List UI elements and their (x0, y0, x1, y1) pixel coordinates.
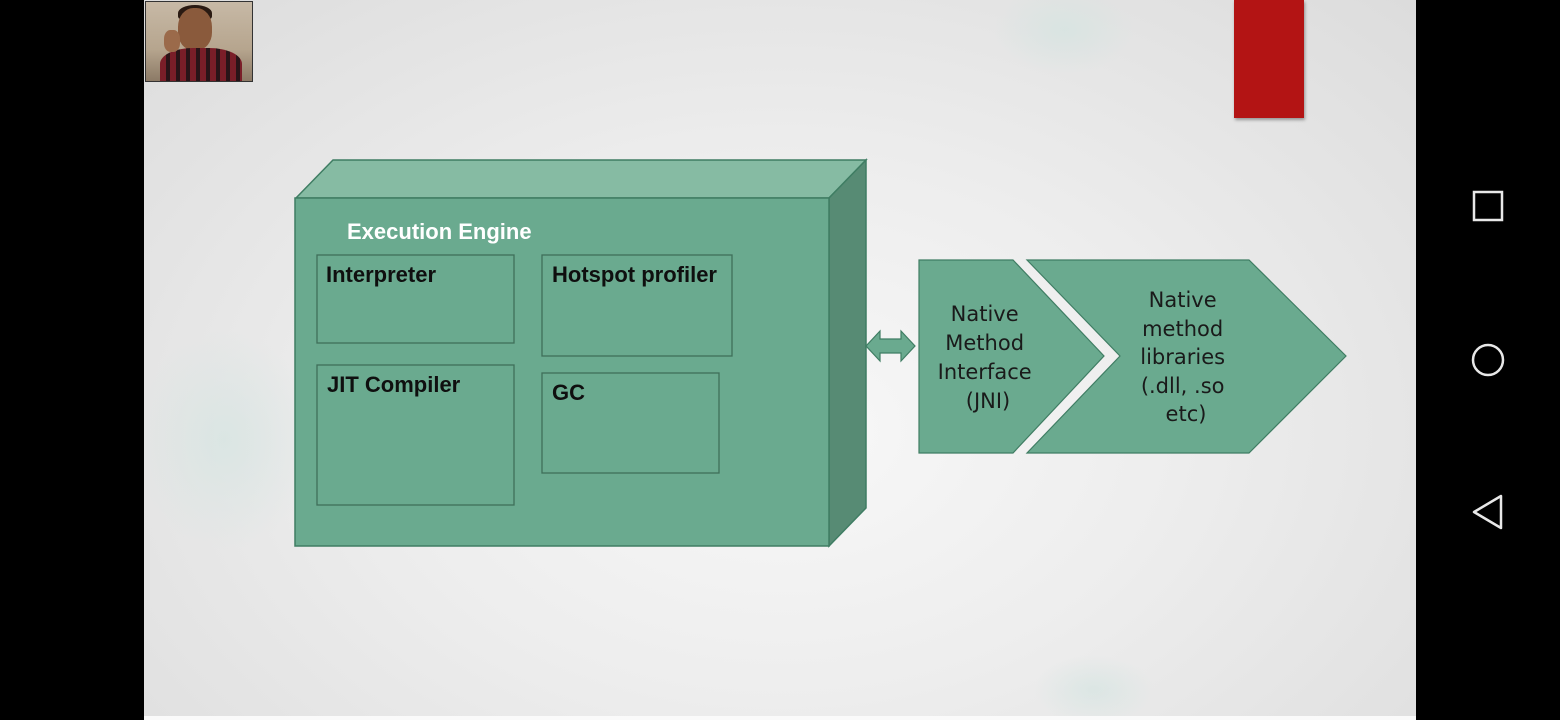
cube-side-face (828, 158, 867, 548)
recents-button[interactable] (1460, 178, 1516, 234)
hotspot-profiler-box (541, 254, 733, 357)
interpreter-box (316, 254, 515, 344)
libs-line: method (1142, 317, 1223, 341)
native-libraries-chevron-text: Native method libraries (.dll, .so etc) (1140, 288, 1232, 426)
libs-line: (.dll, .so (1141, 374, 1225, 398)
jit-compiler-box (316, 364, 515, 506)
recents-square-icon (1472, 190, 1504, 222)
jni-line: Method (945, 331, 1024, 355)
jni-chevron-text: Native Method Interface (JNI) (938, 302, 1039, 413)
home-circle-icon (1471, 343, 1505, 377)
libs-line: Native (1149, 288, 1217, 312)
jni-chevron (918, 259, 1105, 454)
libs-line: etc) (1166, 402, 1207, 426)
presenter-shirt (160, 48, 242, 81)
jit-compiler-label: JIT Compiler (327, 372, 461, 397)
home-button[interactable] (1460, 332, 1516, 388)
slide-bottom-edge (144, 716, 1416, 720)
libs-line: libraries (1140, 345, 1225, 369)
hotspot-profiler-label: Hotspot profiler (552, 262, 717, 287)
interpreter-label: Interpreter (326, 262, 436, 287)
gc-box (541, 372, 720, 474)
execution-engine-title: Execution Engine (347, 219, 532, 244)
back-button[interactable] (1460, 484, 1516, 540)
presentation-slide: Execution Engine Interpreter Hotspot pro… (144, 0, 1416, 716)
back-triangle-icon (1472, 494, 1503, 530)
cube-top-face (294, 159, 868, 199)
double-arrow-icon (865, 329, 916, 363)
jni-line: Interface (938, 360, 1032, 384)
android-navigation-bar (1416, 0, 1560, 720)
red-slide-marker (1234, 0, 1304, 118)
background-blob (144, 330, 314, 550)
native-libraries-chevron (1025, 259, 1347, 454)
cube-front-face (294, 197, 830, 547)
jni-line: (JNI) (966, 389, 1010, 413)
presenter-face (178, 8, 212, 50)
execution-engine-cube (294, 158, 868, 548)
jni-line: Native (951, 302, 1019, 326)
presenter-webcam-thumbnail[interactable] (145, 1, 253, 82)
gc-label: GC (552, 380, 585, 405)
presenter-hand (164, 30, 180, 52)
background-blob (994, 0, 1134, 75)
background-blob (1034, 655, 1154, 716)
slide-diagram: Execution Engine Interpreter Hotspot pro… (144, 0, 1347, 716)
